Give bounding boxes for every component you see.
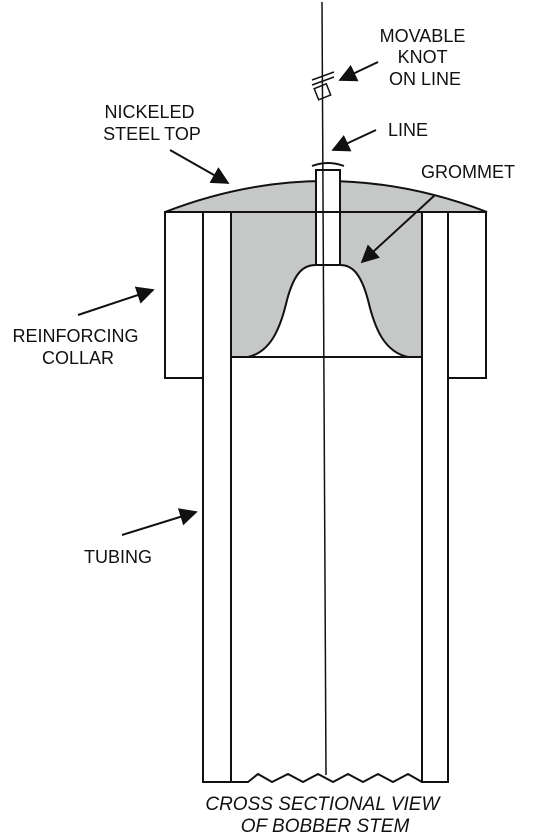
arrow-line: [331, 129, 377, 152]
caption: CROSS SECTIONAL VIEW OF BOBBER STEM: [205, 794, 444, 837]
arrow-tubing: [121, 508, 198, 536]
label-tubing: TUBING: [84, 547, 152, 567]
arrow-grommet: [360, 194, 436, 264]
line-hole: [315, 169, 341, 266]
movable-knot: [311, 71, 335, 101]
break-line: [231, 772, 423, 784]
label-line: LINE: [388, 120, 428, 140]
tubing-right-wall: [421, 211, 449, 783]
label-nickeled-steel-top: NICKELED STEEL TOP: [103, 102, 201, 144]
arrow-collar: [77, 286, 155, 316]
arrow-knot: [338, 61, 379, 82]
label-reinforcing-collar: REINFORCING COLLAR: [12, 326, 143, 368]
reinforcing-collar-left: [164, 211, 204, 379]
tubing-left-wall: [202, 211, 232, 783]
arrow-steel-top: [169, 149, 230, 184]
label-movable-knot: MOVABLE KNOT ON LINE: [380, 26, 471, 89]
reinforcing-collar-right: [447, 211, 487, 379]
label-grommet: GROMMET: [421, 162, 515, 182]
hole-rim: [311, 162, 345, 167]
fishing-line: [321, 1, 327, 776]
